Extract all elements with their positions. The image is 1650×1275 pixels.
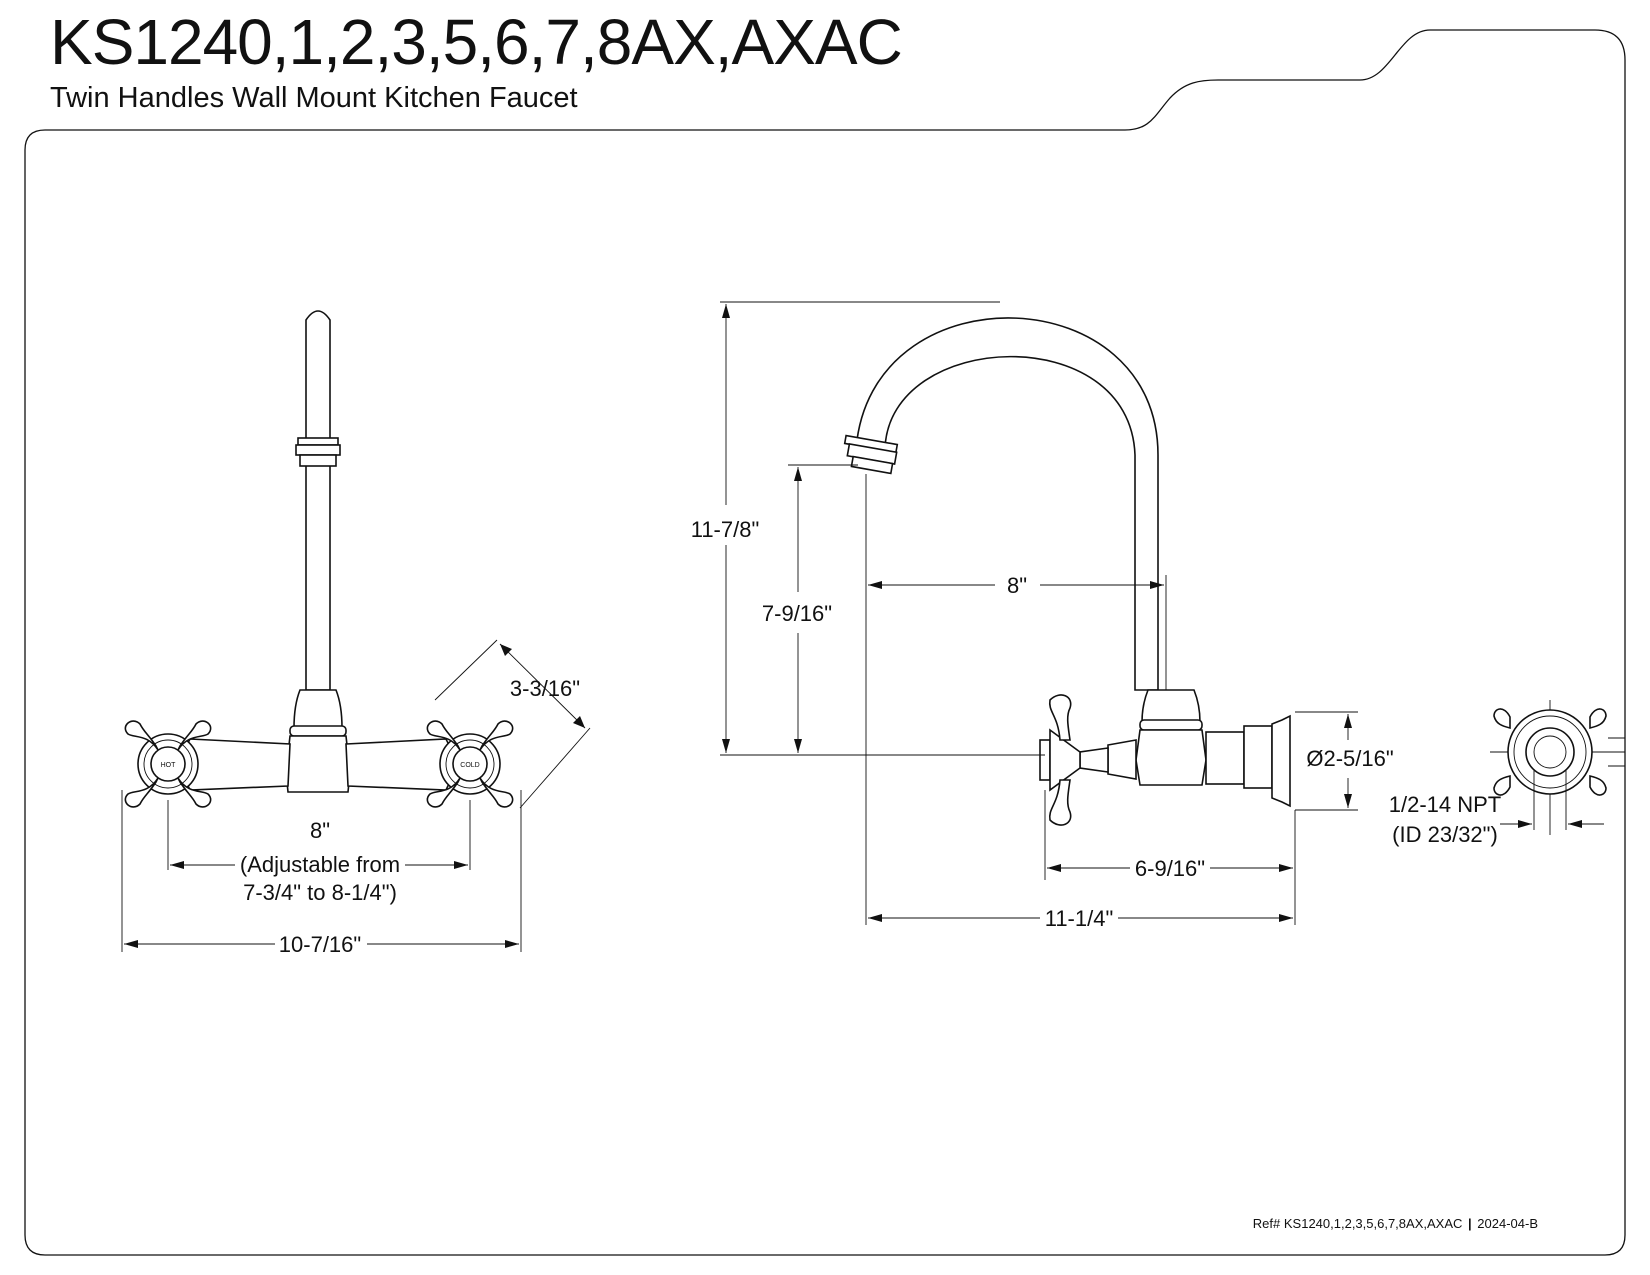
dim-spout-reach: 8" [1007,573,1027,598]
revision: 2024-04-B [1477,1216,1538,1231]
hot-label: HOT [161,762,177,769]
ref-number: Ref# KS1240,1,2,3,5,6,7,8AX,AXAC [1252,1216,1463,1231]
dim-overall-height: 11-7/8" [691,517,760,542]
front-dimension-lines [121,639,591,952]
dim-adjustable-line2: 7-3/4" to 8-1/4") [243,880,397,905]
side-dimension-lines [720,301,1358,925]
front-view-faucet [182,310,454,793]
connection-thread: 1/2-14 NPT [1389,792,1502,817]
dim-center-spacing: 8" [310,818,330,843]
dim-overall-width: 10-7/16" [279,932,361,957]
dim-handle-height: 3-3/16" [510,676,580,701]
dim-body-depth: 6-9/16" [1135,856,1205,881]
page-title: KS1240,1,2,3,5,6,7,8AX,AXAC [50,6,903,78]
side-view-faucet [843,317,1291,826]
dim-flange-diameter: Ø2-5/16" [1306,746,1393,771]
cold-label: COLD [460,762,479,769]
dim-spout-height: 7-9/16" [762,601,832,626]
dim-adjustable-line1: (Adjustable from [240,852,400,877]
footer-ref: Ref# KS1240,1,2,3,5,6,7,8AX,AXAC | 2024-… [1253,1216,1538,1231]
page-subtitle: Twin Handles Wall Mount Kitchen Faucet [50,82,578,114]
ref-separator: | [1468,1216,1472,1231]
connection-inner-diameter: (ID 23/32") [1392,822,1498,847]
dim-overall-depth: 11-1/4" [1045,906,1114,931]
sheet-border [24,29,1626,1256]
back-view-flange [1490,700,1625,835]
